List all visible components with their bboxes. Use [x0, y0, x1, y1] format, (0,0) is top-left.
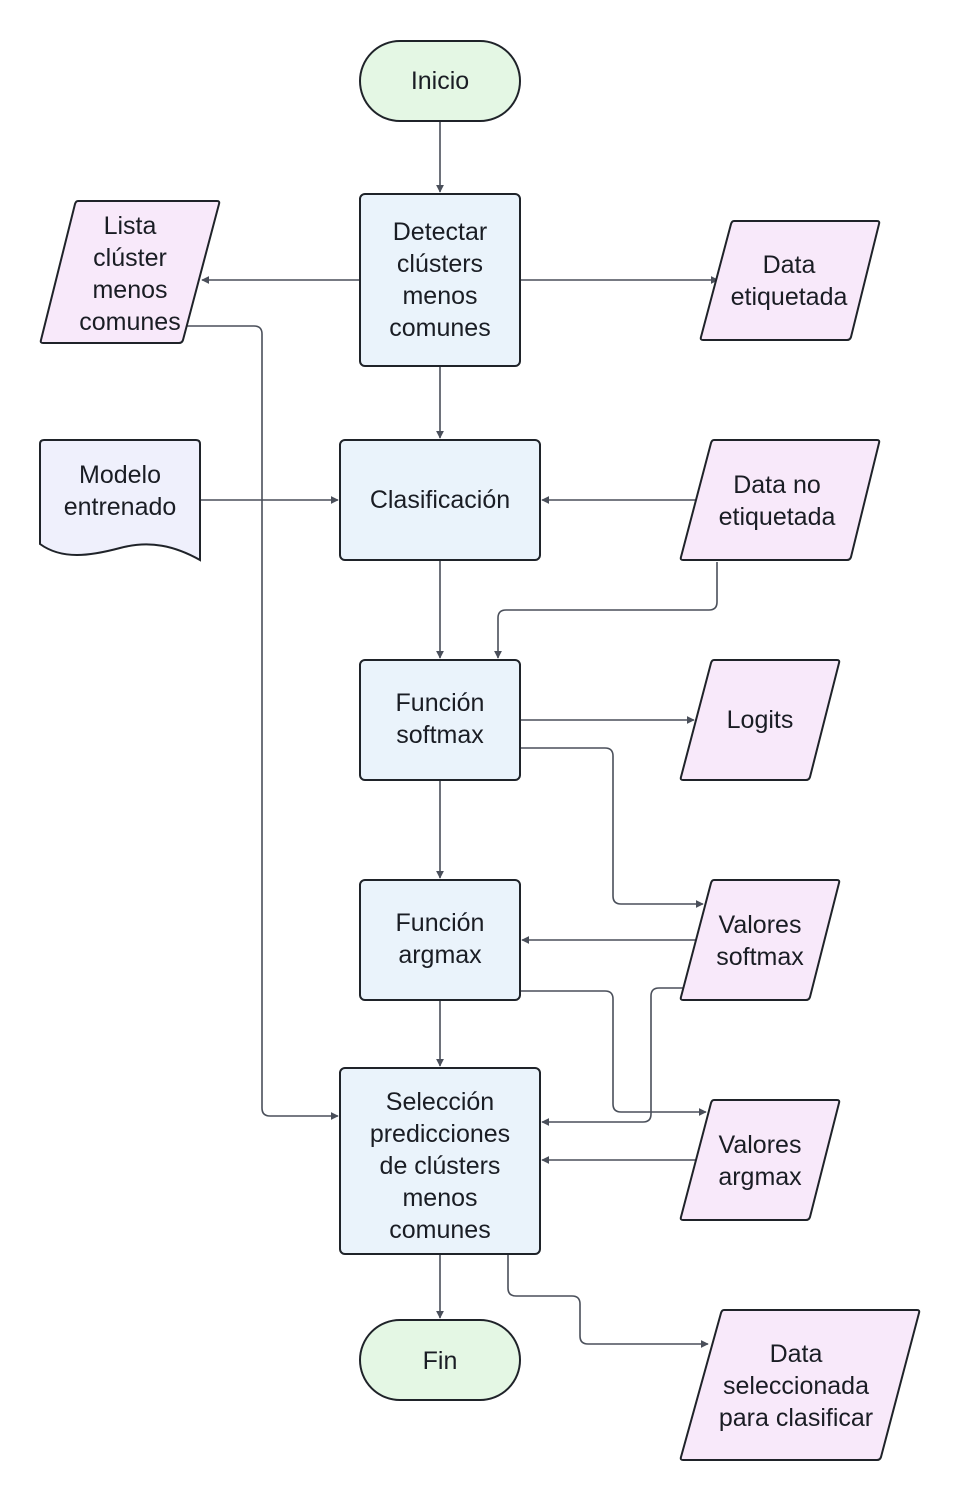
label-line: Logits [727, 706, 794, 734]
label-line: softmax [396, 721, 484, 749]
process-shape [339, 1067, 541, 1255]
data-shape [679, 1309, 921, 1461]
node-label: Data no etiquetada [719, 471, 836, 531]
label-line: clústers [397, 250, 483, 278]
process-shape [339, 439, 541, 561]
node-detectar-clusters[interactable]: Detectar clústers menos comunes [359, 193, 521, 367]
data-shape [679, 659, 841, 781]
label-line: Inicio [411, 67, 469, 95]
label-line: de clústers [380, 1152, 501, 1180]
data-shape [699, 220, 881, 341]
label-line: predicciones [370, 1120, 510, 1148]
label-line: menos [402, 282, 477, 310]
node-data-seleccionada[interactable]: Data seleccionada para clasificar [679, 1309, 921, 1461]
label-line: entrenado [64, 493, 177, 521]
node-inicio[interactable]: Inicio [359, 40, 521, 122]
node-label: Data seleccionada para clasificar [719, 1340, 873, 1432]
process-shape [359, 193, 521, 367]
node-data-etiquetada[interactable]: Data etiquetada [699, 220, 881, 341]
data-shape [679, 879, 841, 1001]
node-label: Fin [423, 1347, 458, 1375]
label-line: argmax [718, 1163, 802, 1191]
label-line: menos [402, 1184, 477, 1212]
label-line: argmax [398, 941, 482, 969]
label-line: Selección [386, 1088, 494, 1116]
node-valores-argmax[interactable]: Valores argmax [679, 1099, 841, 1221]
node-label: Data etiquetada [731, 251, 848, 311]
terminal-shape [359, 1319, 521, 1401]
node-lista-cluster[interactable]: Lista clúster menos comunes [39, 200, 221, 344]
node-label: Lista clúster menos comunes [79, 212, 180, 336]
node-fin[interactable]: Fin [359, 1319, 521, 1401]
document-shape [39, 439, 201, 562]
node-label: Detectar clústers menos comunes [389, 218, 490, 342]
node-label: Función softmax [396, 689, 485, 749]
label-line: seleccionada [723, 1372, 869, 1400]
label-line: Clasificación [370, 486, 510, 514]
node-data-no-etiquetada[interactable]: Data no etiquetada [679, 439, 881, 561]
node-label: Valores softmax [716, 911, 804, 971]
label-line: etiquetada [731, 283, 848, 311]
label-line: comunes [79, 308, 180, 336]
edge-data-no-etiquetada-softmax [494, 562, 718, 659]
node-logits[interactable]: Logits [679, 659, 841, 781]
label-line: Lista [104, 212, 157, 240]
label-line: Función [396, 909, 485, 937]
label-line: Data [770, 1340, 823, 1368]
edge-softmax-valores-softmax [520, 747, 704, 908]
node-label: Modelo entrenado [64, 461, 177, 521]
data-shape [39, 200, 221, 344]
edge-argmax-valores-argmax [520, 990, 707, 1116]
edge-seleccion-data-seleccionada [507, 1254, 709, 1348]
label-line: comunes [389, 314, 490, 342]
node-funcion-argmax[interactable]: Función argmax [359, 879, 521, 1001]
label-line: Detectar [393, 218, 487, 246]
label-line: comunes [389, 1216, 490, 1244]
node-valores-softmax[interactable]: Valores softmax [679, 879, 841, 1001]
edge-valores-softmax-seleccion [541, 987, 684, 1126]
node-funcion-softmax[interactable]: Función softmax [359, 659, 521, 781]
label-line: softmax [716, 943, 804, 971]
label-line: Función [396, 689, 485, 717]
edge-lista-seleccion [186, 325, 339, 1120]
data-shape [679, 439, 881, 561]
node-label: Función argmax [396, 909, 485, 969]
label-line: Data [763, 251, 816, 279]
node-label: Valores argmax [718, 1131, 802, 1191]
label-line: Modelo [79, 461, 161, 489]
process-shape [359, 659, 521, 781]
label-line: Valores [719, 911, 802, 939]
node-clasificacion[interactable]: Clasificación [339, 439, 541, 561]
node-label: Clasificación [370, 486, 510, 514]
label-line: Valores [719, 1131, 802, 1159]
node-label: Selección predicciones de clústers menos com… [370, 1088, 510, 1244]
label-line: para clasificar [719, 1404, 873, 1432]
label-line: clúster [93, 244, 167, 272]
label-line: menos [92, 276, 167, 304]
node-label: Logits [727, 706, 794, 734]
process-shape [359, 879, 521, 1001]
node-modelo-entrenado[interactable]: Modelo entrenado [39, 439, 201, 562]
label-line: Data no [733, 471, 821, 499]
terminal-shape [359, 40, 521, 122]
data-shape [679, 1099, 841, 1221]
node-label: Inicio [411, 67, 469, 95]
label-line: etiquetada [719, 503, 836, 531]
node-seleccion-predicciones[interactable]: Selección predicciones de clústers menos com… [339, 1067, 541, 1255]
label-line: Fin [423, 1347, 458, 1375]
edges [186, 121, 719, 1348]
